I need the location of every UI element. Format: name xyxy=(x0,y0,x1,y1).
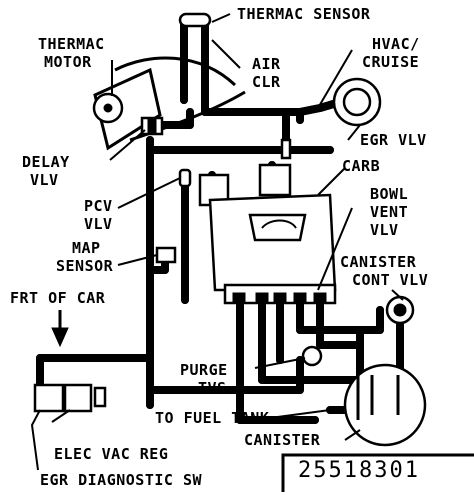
label-canister-cont-line2: CONT VLV xyxy=(352,271,429,289)
delay-valve xyxy=(140,116,164,136)
label-bowl-vent-line1: BOWL xyxy=(370,185,409,203)
label-delay-vlv-line2: VLV xyxy=(30,171,59,189)
label-bowl-vent-line2: VENT xyxy=(370,203,409,221)
canister-control-valve xyxy=(385,295,415,325)
pcv-valve xyxy=(178,168,192,188)
label-thermac-motor-line2: MOTOR xyxy=(44,53,92,71)
label-purge-tvs-line2: TVS xyxy=(198,379,227,397)
label-canister: CANISTER xyxy=(244,431,321,449)
canister xyxy=(343,363,427,447)
label-map-sensor-line2: SENSOR xyxy=(56,257,114,275)
label-thermac-motor-line1: THERMAC xyxy=(38,35,105,53)
label-air-clr-line1: AIR xyxy=(252,55,281,73)
label-purge-tvs-line1: PURGE xyxy=(180,361,228,379)
purge-tvs xyxy=(301,345,323,367)
label-map-sensor-line1: MAP xyxy=(72,239,101,257)
label-air-clr-line2: CLR xyxy=(252,73,281,91)
carburetor xyxy=(198,138,337,305)
egr-valve xyxy=(317,77,382,127)
label-pcv-vlv-line2: VLV xyxy=(84,215,113,233)
label-egr-vlv: EGR VLV xyxy=(360,131,427,149)
thermac-motor xyxy=(92,56,246,151)
label-hvac-cruise-line2: CRUISE xyxy=(362,53,420,71)
label-carb: CARB xyxy=(342,157,381,175)
elec-vac-reg xyxy=(33,383,107,413)
label-to-fuel-tank: TO FUEL TANK xyxy=(155,409,270,427)
label-frt-of-car: FRT OF CAR xyxy=(10,289,106,307)
label-delay-vlv-line1: DELAY xyxy=(22,153,70,171)
label-elec-vac-reg: ELEC VAC REG xyxy=(54,445,169,463)
label-egr-diagnostic-sw: EGR DIAGNOSTIC SW xyxy=(40,471,203,489)
leader-lines xyxy=(30,13,404,471)
carb-ports xyxy=(232,292,327,304)
reference-box xyxy=(281,453,474,492)
label-pcv-vlv-line1: PCV xyxy=(84,197,113,215)
map-sensor xyxy=(155,246,177,264)
label-canister-cont-line1: CANISTER xyxy=(340,253,417,271)
reference-number: 25518301 xyxy=(298,458,420,483)
front-arrow xyxy=(51,310,69,348)
label-thermac-sensor: THERMAC SENSOR xyxy=(237,5,371,23)
thermac-sensor xyxy=(178,12,212,28)
label-hvac-cruise-line1: HVAC/ xyxy=(372,35,420,53)
label-bowl-vent-line3: VLV xyxy=(370,221,399,239)
